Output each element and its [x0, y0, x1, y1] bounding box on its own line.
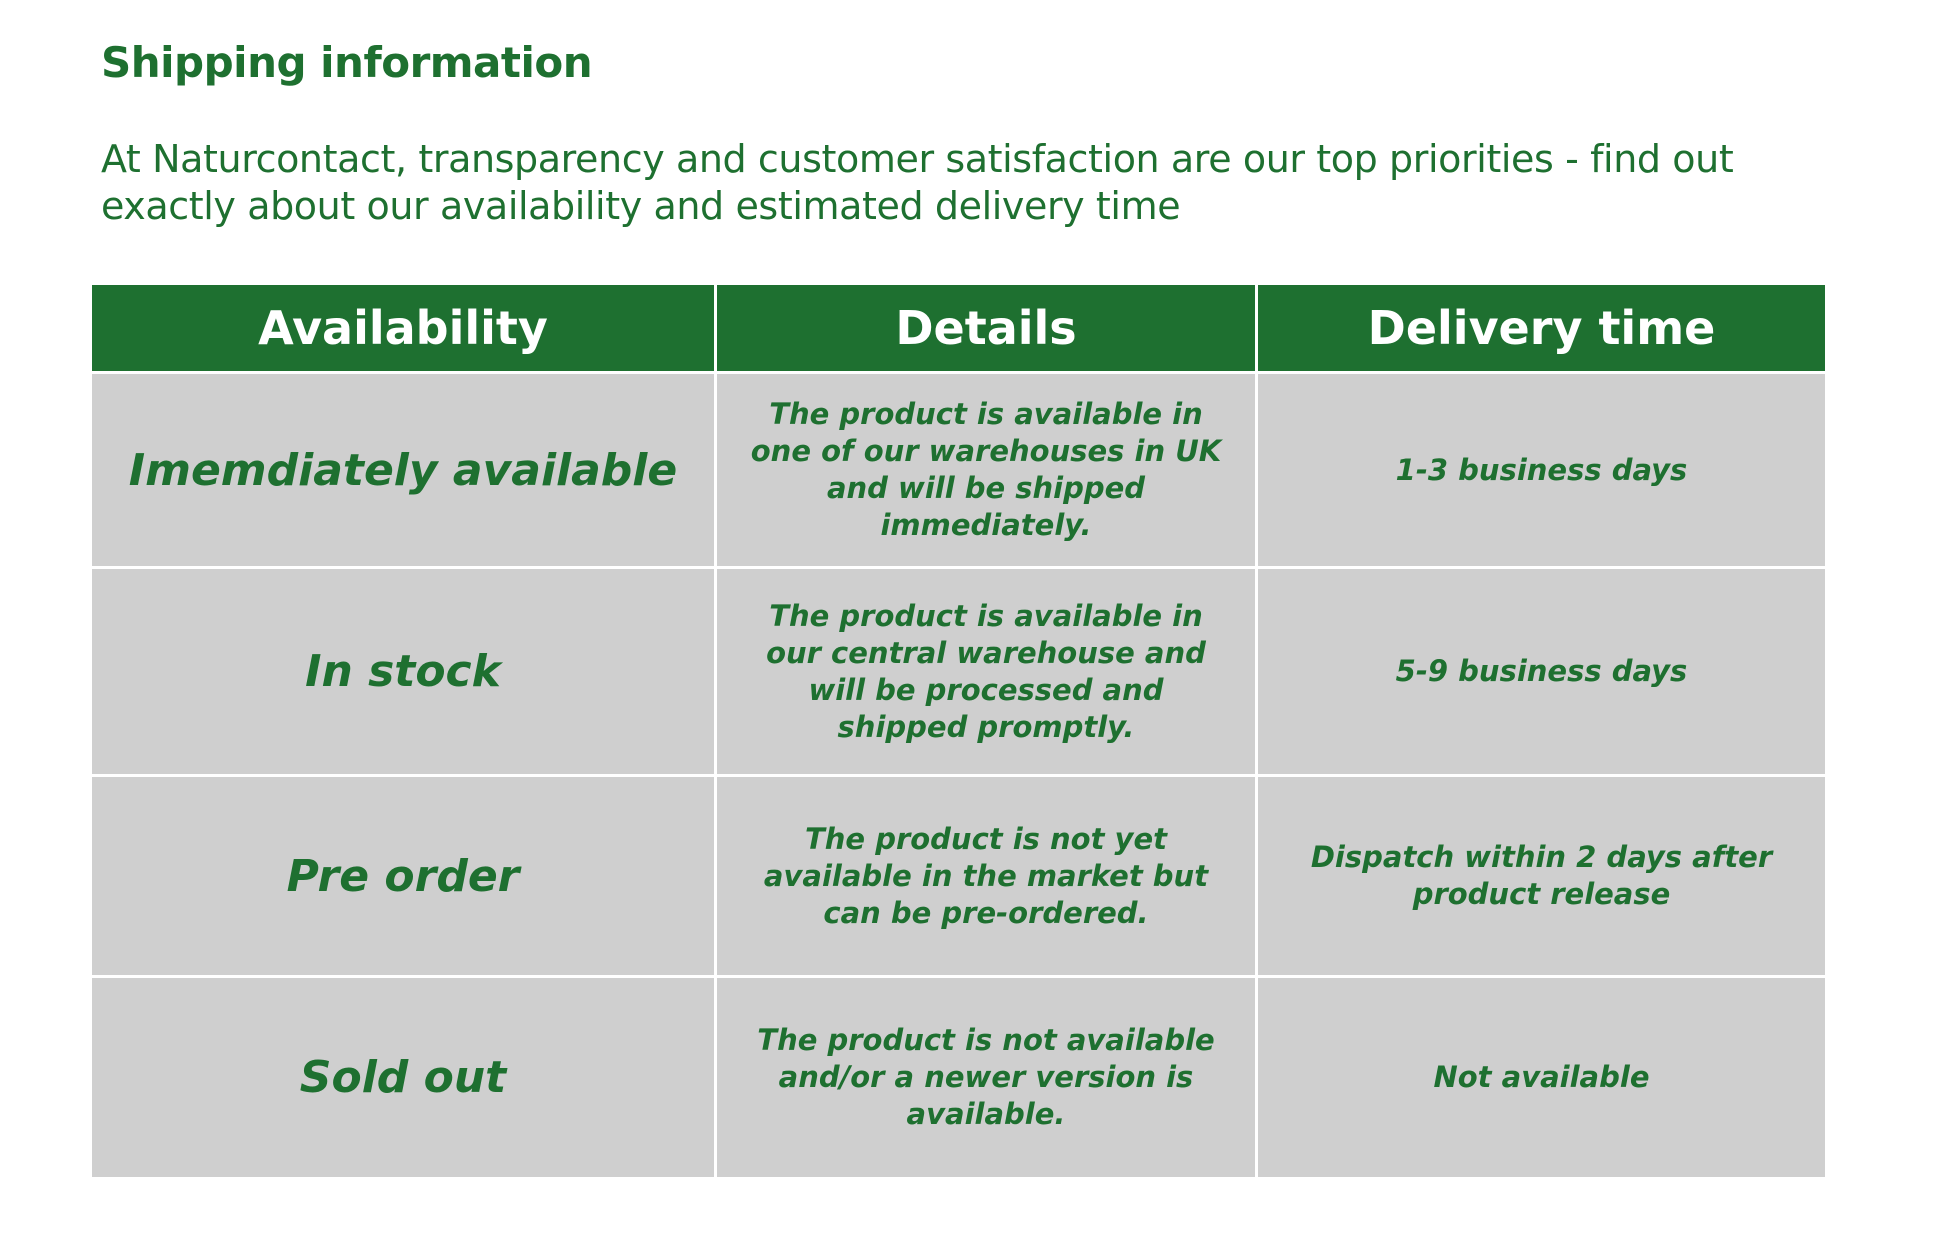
delivery-time-cell: 1-3 business days — [1258, 374, 1825, 566]
table-row: In stock The product is available in our… — [92, 569, 1825, 774]
delivery-time-cell: Dispatch within 2 days after product rel… — [1258, 777, 1825, 975]
header-delivery-time: Delivery time — [1258, 285, 1825, 371]
table-row: Pre order The product is not yet availab… — [92, 777, 1825, 975]
details-cell: The product is available in our central … — [717, 569, 1255, 774]
page-title: Shipping information — [101, 38, 593, 87]
delivery-time-cell: 5-9 business days — [1258, 569, 1825, 774]
table-row: Sold out The product is not available an… — [92, 978, 1825, 1177]
details-cell: The product is not available and/or a ne… — [717, 978, 1255, 1177]
availability-cell: In stock — [92, 569, 714, 774]
shipping-table: Availability Details Delivery time Imemd… — [89, 282, 1828, 1180]
details-cell: The product is available in one of our w… — [717, 374, 1255, 566]
table-row: Imemdiately available The product is ava… — [92, 374, 1825, 566]
details-cell: The product is not yet available in the … — [717, 777, 1255, 975]
availability-cell: Sold out — [92, 978, 714, 1177]
delivery-time-cell: Not available — [1258, 978, 1825, 1177]
shipping-table-container: Availability Details Delivery time Imemd… — [92, 282, 1825, 1180]
intro-text: At Naturcontact, transparency and custom… — [101, 137, 1734, 228]
header-availability: Availability — [92, 285, 714, 371]
availability-cell: Pre order — [92, 777, 714, 975]
table-header-row: Availability Details Delivery time — [92, 285, 1825, 371]
header-details: Details — [717, 285, 1255, 371]
availability-cell: Imemdiately available — [92, 374, 714, 566]
